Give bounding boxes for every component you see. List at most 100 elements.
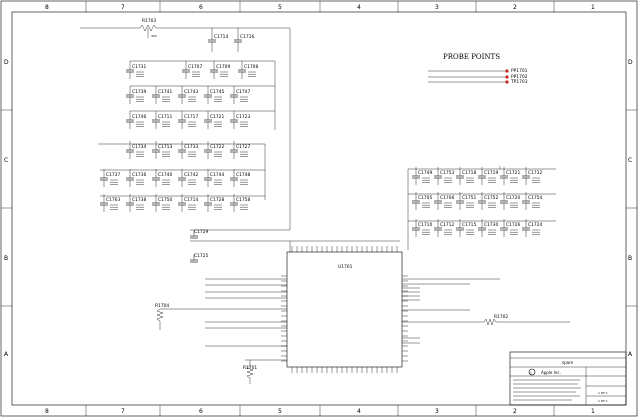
capacitor-c1724: C1724	[522, 219, 542, 237]
capacitor-label: C1705	[418, 195, 432, 201]
capacitor-c1710: C1710	[412, 219, 432, 237]
capacitor-label: C1723	[236, 114, 250, 120]
capacitor-label: C1745	[210, 89, 224, 95]
zone-col-3: 3	[435, 4, 439, 11]
capacitor-label: C1708	[244, 64, 258, 70]
capacitor-c1709: C1709	[210, 61, 230, 79]
capacitor-c1737: C1737	[100, 169, 120, 187]
capacitor-label: C1743	[184, 89, 198, 95]
zone-row-c-right: C	[628, 157, 632, 164]
probe-point-pp1702-marker	[505, 75, 509, 79]
capacitor-label: C1741	[158, 89, 172, 95]
capacitor-c1726: C1726	[500, 219, 520, 237]
capacitor-label: C1721	[506, 170, 520, 176]
probe-point-tp1703-marker	[505, 80, 509, 84]
capacitor-c1721: C1721	[500, 167, 520, 185]
capacitor-label: C1724	[528, 222, 542, 228]
title-block-notes	[513, 379, 581, 401]
zone-row-d-right: D	[628, 59, 633, 66]
capacitor-c1743: C1743	[178, 86, 198, 104]
zone-col-8-bottom: 8	[45, 408, 49, 415]
capacitor-c1707: C1707	[182, 61, 202, 79]
capacitor-c1739: C1739	[126, 86, 146, 104]
zone-row-a: A	[4, 351, 9, 358]
capacitor-label: C1754	[528, 195, 542, 201]
r1701-label: R1701	[243, 365, 257, 371]
zone-row-b: B	[4, 255, 8, 262]
capacitor-label: C1712	[440, 222, 454, 228]
capacitor-c1745: C1745	[204, 86, 224, 104]
capacitor-label: C1758	[236, 197, 250, 203]
capacitor-c1714: C1714	[178, 194, 198, 212]
capacitor-label: C1731	[132, 64, 146, 70]
cap-c1716-top: C1716	[234, 28, 254, 52]
capacitor-label: C1707	[188, 64, 202, 70]
r1703-label: R1703	[142, 18, 156, 24]
capacitor-c1753: C1753	[434, 167, 454, 185]
resistor-r1704: R1704	[155, 303, 169, 330]
cap-c1725: C1725	[190, 253, 208, 263]
r1702-label: R1702	[494, 314, 508, 320]
capacitor-label: C1740	[158, 172, 172, 178]
zone-row-a-right: A	[628, 351, 633, 358]
capacitor-c1763: C1763	[100, 194, 120, 212]
c1729-label: C1729	[194, 229, 208, 235]
zone-row-c: C	[4, 157, 8, 164]
capacitor-label: C1714	[184, 197, 198, 203]
capacitor-c1730: C1730	[478, 219, 498, 237]
zone-col-6: 6	[199, 4, 203, 11]
capacitor-c1738: C1738	[126, 194, 146, 212]
cap-c1714-top: C1714	[208, 28, 228, 52]
capacitor-c1746: C1746	[126, 111, 146, 129]
capacitor-label: C1722	[210, 144, 224, 150]
zone-col-8: 8	[45, 4, 49, 11]
zone-col-6-bottom: 6	[199, 408, 203, 415]
ic-u1701: U1701	[281, 246, 408, 373]
capacitor-label: C1737	[106, 172, 120, 178]
capacitor-c1736: C1736	[126, 169, 146, 187]
capacitor-label: C1734	[132, 144, 146, 150]
apple-logo-mark	[528, 368, 536, 376]
capacitor-c1751: C1751	[456, 192, 476, 210]
capacitor-label: C1710	[418, 222, 432, 228]
capacitor-c1741: C1741	[152, 86, 172, 104]
resistor-r1701: R1701	[243, 359, 287, 384]
top-power-rail	[80, 27, 400, 252]
capacitor-c1731: C1731	[126, 61, 146, 79]
zone-col-5-bottom: 5	[278, 408, 282, 415]
ic-left-nets	[160, 278, 287, 347]
r1704-label: R1704	[155, 303, 169, 309]
capacitor-label: C1728	[210, 197, 224, 203]
zone-col-3-bottom: 3	[435, 408, 439, 415]
capacitor-c1706: C1706	[434, 192, 454, 210]
probe-ref-tp1703: TP1703	[510, 79, 528, 85]
capacitor-label: C1752	[484, 195, 498, 201]
capacitor-c1721: C1721	[204, 111, 224, 129]
zone-col-2-bottom: 2	[513, 408, 517, 415]
r1703-detail: 402	[151, 34, 157, 38]
capacitor-c1719: C1719	[478, 167, 498, 185]
apple-logo-icon: 	[530, 371, 532, 375]
capacitor-c1723: C1723	[230, 111, 250, 129]
zone-col-1-bottom: 1	[591, 408, 595, 415]
probe-ref-pp1701: PP1701	[511, 68, 528, 74]
capacitor-label: C1719	[484, 170, 498, 176]
capacitor-c1728: C1728	[204, 194, 224, 212]
capacitor-label: C1747	[236, 89, 250, 95]
zone-col-5: 5	[278, 4, 282, 11]
capacitor-c1734: C1734	[126, 141, 146, 159]
title-block-sheet-b: 1 OF 1	[598, 399, 608, 403]
capacitor-label: C1706	[440, 195, 454, 201]
title-block-title: spare	[562, 360, 574, 365]
capacitor-c1733: C1733	[178, 141, 198, 159]
title-block-company: Apple Inc.	[541, 370, 561, 375]
capacitor-c1752: C1752	[478, 192, 498, 210]
zone-column-labels: 8 7 6 5 4 3 2 1 8 7 6 5 4 3 2 1	[45, 4, 595, 415]
capacitor-label: C1742	[184, 172, 198, 178]
capacitor-c1713: C1713	[152, 141, 172, 159]
capacitor-label: C1727	[236, 144, 250, 150]
capacitor-label: C1753	[440, 170, 454, 176]
capacitor-label: C1732	[528, 170, 542, 176]
capacitor-label: C1738	[132, 197, 146, 203]
